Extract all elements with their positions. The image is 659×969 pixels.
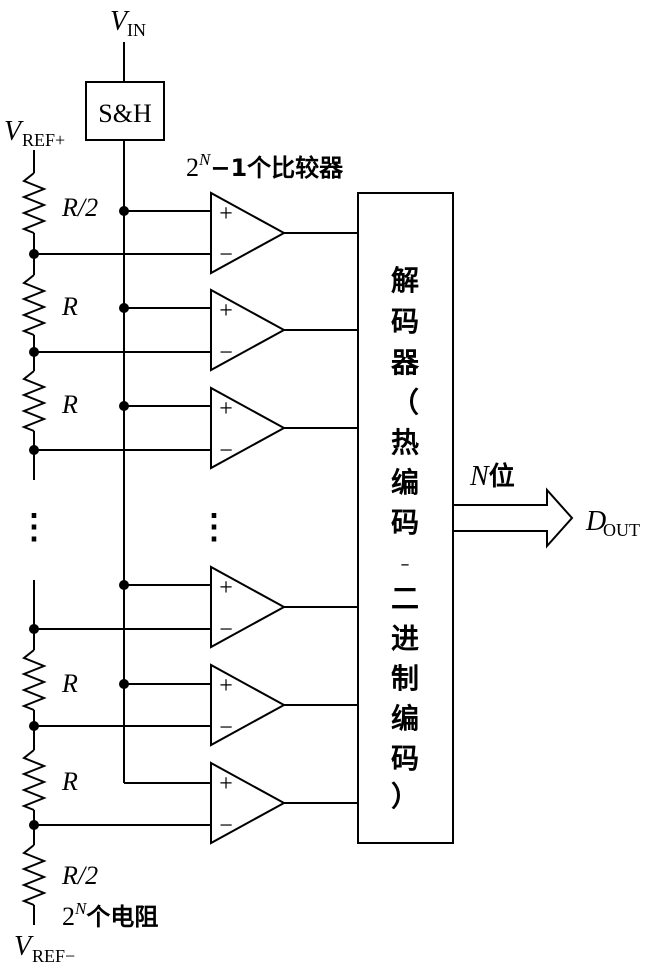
comparator: + − xyxy=(210,565,358,649)
resistor-label: R xyxy=(61,390,78,419)
resistor-4 xyxy=(21,649,47,711)
resistor-label: R/2 xyxy=(61,193,98,222)
minus-sign: − xyxy=(219,617,233,643)
vref-minus-label: V xyxy=(14,931,34,962)
plus-sign: + xyxy=(219,673,233,699)
svg-text:热: 热 xyxy=(391,426,419,459)
comparator: + − xyxy=(210,663,358,747)
vref-minus-subscript: REF− xyxy=(32,946,75,966)
dout-subscript: OUT xyxy=(603,520,640,540)
resistor-2 xyxy=(21,274,47,336)
svg-text:码: 码 xyxy=(391,305,419,338)
comparator: + − xyxy=(210,386,358,470)
plus-sign: + xyxy=(219,201,233,227)
svg-text:码: 码 xyxy=(391,742,419,775)
svg-text:码: 码 xyxy=(391,506,419,539)
sample-hold-label: S&H xyxy=(98,99,152,128)
comparator: + − xyxy=(210,288,358,372)
comparator-wiring xyxy=(34,210,211,826)
ladder-ellipsis: ⋮ xyxy=(17,509,51,546)
svg-text:编: 编 xyxy=(391,466,419,499)
svg-text:）: ） xyxy=(391,780,419,813)
svg-text:进: 进 xyxy=(391,622,419,655)
resistor-5 xyxy=(21,749,47,811)
resistor-label: R xyxy=(61,669,78,698)
svg-text:器: 器 xyxy=(390,346,420,379)
comparator: + − xyxy=(210,761,358,845)
decoder-box xyxy=(357,192,454,844)
svg-text:（: （ xyxy=(391,386,419,419)
comparators-count-label: 2N−1个比较器 xyxy=(186,150,344,182)
minus-sign: − xyxy=(219,813,233,839)
plus-sign: + xyxy=(219,771,233,797)
resistor-label: R xyxy=(61,292,78,321)
plus-sign: + xyxy=(219,396,233,422)
output-bits-label: N位 xyxy=(469,461,515,492)
minus-sign: − xyxy=(219,715,233,741)
minus-sign: − xyxy=(219,242,233,268)
resistor-label: R/2 xyxy=(61,861,98,890)
output-arrow xyxy=(452,487,574,549)
comparator-ellipsis: ⋮ xyxy=(197,509,231,546)
vin-label: V xyxy=(110,6,130,37)
resistors-count-label: 2N个电阻 xyxy=(62,899,158,931)
minus-sign: − xyxy=(219,438,233,464)
resistor-label: R xyxy=(61,767,78,796)
minus-sign: − xyxy=(219,340,233,366)
dout-label: D xyxy=(585,506,606,537)
comparator: + − xyxy=(210,191,358,275)
vin-subscript: IN xyxy=(127,20,146,40)
junction-dots xyxy=(29,206,129,830)
sample-hold-box xyxy=(85,81,165,141)
svg-text:解: 解 xyxy=(391,264,419,297)
plus-sign: + xyxy=(219,298,233,324)
decoder-label: 解 码 器 （ 热 编 码 – 二 进 制 编 码 ） xyxy=(390,264,420,813)
resistor-6 xyxy=(21,844,47,906)
resistor-1 xyxy=(21,172,47,234)
svg-text:二: 二 xyxy=(391,582,419,615)
svg-text:编: 编 xyxy=(391,702,419,735)
svg-text:制: 制 xyxy=(391,662,419,695)
vref-plus-subscript: REF+ xyxy=(22,130,65,150)
plus-sign: + xyxy=(219,575,233,601)
vref-plus-label: V xyxy=(4,116,24,147)
svg-text:–: – xyxy=(401,554,410,575)
resistor-3 xyxy=(21,370,47,432)
